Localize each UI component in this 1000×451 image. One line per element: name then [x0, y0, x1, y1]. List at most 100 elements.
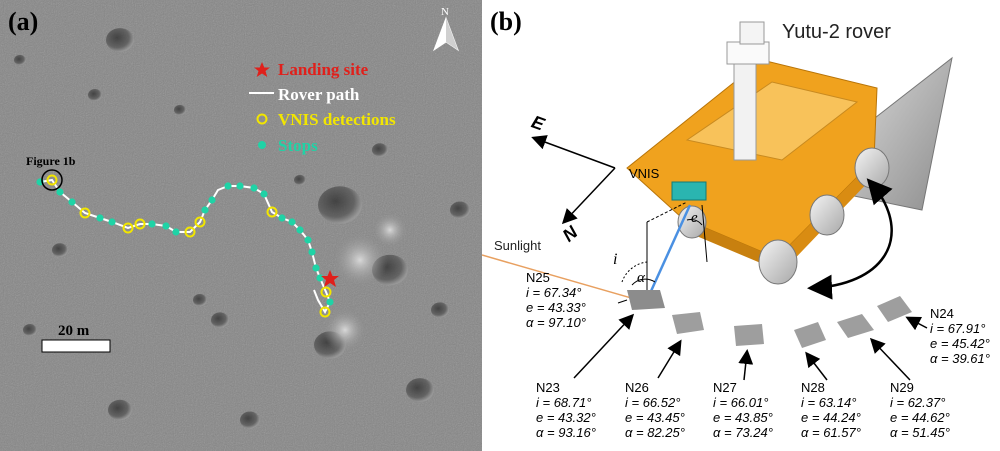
crater [431, 302, 449, 318]
patch-n27 [734, 324, 764, 346]
stop-marker [250, 184, 258, 192]
stop-marker [296, 226, 304, 234]
north-arrow-shade [446, 18, 458, 50]
sunlight-ray [482, 254, 646, 303]
landing-site-star [321, 270, 339, 287]
wheel-rear-right [854, 147, 890, 189]
crater [406, 378, 434, 402]
site-phase: α = 73.24° [713, 425, 773, 440]
n29-pointer-arrow [869, 337, 911, 381]
stop-marker [96, 214, 104, 222]
north-label: N [441, 6, 449, 18]
crater [372, 143, 388, 157]
angle-i-arc [621, 261, 648, 283]
vnis-detection-markers [46, 174, 332, 318]
stop-marker [208, 196, 216, 204]
crater [108, 399, 132, 421]
crater [23, 324, 37, 336]
site-n23: N23 i = 68.71° e = 43.32° α = 93.16° [536, 380, 596, 440]
angle-alpha-arc [631, 278, 656, 286]
patch-n29 [837, 314, 874, 338]
site-phase: α = 82.25° [625, 425, 685, 440]
site-incidence: i = 66.01° [713, 395, 768, 410]
angle-alpha-label: α [637, 270, 646, 286]
site-name: N26 [625, 380, 649, 395]
stop-marker [312, 264, 320, 272]
north-axis-label: N [559, 221, 583, 245]
patch-n24 [877, 296, 912, 322]
n26-pointer-arrow [657, 339, 682, 379]
vnis-detection-marker [319, 306, 331, 318]
legend-stop-dot [258, 141, 266, 149]
site-name: N25 [526, 270, 550, 285]
site-name: N29 [890, 380, 914, 395]
n24-pointer-arrow [905, 316, 928, 331]
panel-a-label: (a) [8, 7, 38, 36]
panel-b-label: (b) [490, 7, 522, 36]
scale-bar-label: 20 m [58, 323, 90, 339]
figure-1b-label: Figure 1b [26, 154, 76, 168]
crater [193, 294, 207, 306]
angle-i-label: i [613, 251, 617, 268]
wheel-front-right [758, 239, 798, 285]
site-emission: e = 44.62° [890, 410, 950, 425]
stop-marker [288, 218, 296, 226]
stop-marker [326, 298, 334, 306]
crater [106, 28, 134, 52]
vnis-detection-marker [122, 222, 134, 234]
east-arrow [531, 135, 616, 169]
site-phase: α = 93.16° [536, 425, 596, 440]
stop-marker [260, 190, 268, 198]
site-name: N23 [536, 380, 560, 395]
n28-pointer-arrow [805, 351, 828, 381]
patch-n28 [794, 322, 826, 348]
patch-n25 [627, 290, 665, 310]
stop-marker [278, 214, 286, 222]
n23-pointer-arrow [573, 313, 635, 379]
wheel-middle-right [809, 194, 845, 236]
rover-path-line [39, 178, 332, 315]
rotation-arrow-head [866, 178, 893, 206]
vnis-label: VNIS [629, 166, 660, 181]
angle-e-arc [686, 219, 703, 226]
stop-marker [162, 222, 170, 230]
site-incidence: i = 67.34° [526, 285, 581, 300]
site-incidence: i = 68.71° [536, 395, 591, 410]
vnis-view-line [645, 204, 692, 301]
patch-n26 [672, 312, 704, 334]
rover-body-side [682, 218, 782, 272]
site-phase: α = 51.45° [890, 425, 950, 440]
site-emission: e = 43.32° [536, 410, 596, 425]
crater [294, 174, 306, 186]
site-n24: N24 i = 67.91° e = 45.42° α = 39.61° [930, 306, 990, 366]
site-n29: N29 i = 62.37° e = 44.62° α = 51.45° [890, 380, 950, 440]
site-name: N24 [930, 306, 954, 321]
stop-marker [224, 182, 232, 190]
site-name: N27 [713, 380, 737, 395]
stop-marker [316, 274, 324, 282]
stop-marker [304, 236, 312, 244]
sunlight-label: Sunlight [494, 238, 541, 253]
legend-rover-path-label: Rover path [278, 85, 360, 104]
vnis-detection-marker [320, 286, 332, 298]
site-incidence: i = 62.37° [890, 395, 945, 410]
site-phase: α = 97.10° [526, 315, 586, 330]
site-incidence: i = 66.52° [625, 395, 680, 410]
vnis-detection-marker [134, 218, 146, 230]
geometry-canvas: (b) Yutu-2 rover E N Sunlight V [482, 7, 990, 440]
site-n26: N26 i = 66.52° e = 43.45° α = 82.25° [625, 380, 685, 440]
map-canvas: Landing site Rover path VNIS detections … [0, 0, 482, 451]
mast-camera-head [726, 41, 770, 65]
figure-1b-callout-circle [41, 169, 63, 191]
bright-ejecta [372, 212, 408, 248]
site-labels: N25 i = 67.34° e = 43.33° α = 97.10° N23… [526, 270, 990, 440]
north-arrow [561, 167, 616, 225]
bright-ejecta [323, 308, 367, 352]
site-n28: N28 i = 63.14° e = 44.24° α = 61.57° [801, 380, 861, 440]
normal-guide [646, 201, 688, 223]
stop-marker [172, 228, 180, 236]
crater [14, 54, 26, 66]
crater [88, 89, 102, 101]
site-emission: e = 43.45° [625, 410, 685, 425]
rover-title: Yutu-2 rover [782, 21, 891, 43]
